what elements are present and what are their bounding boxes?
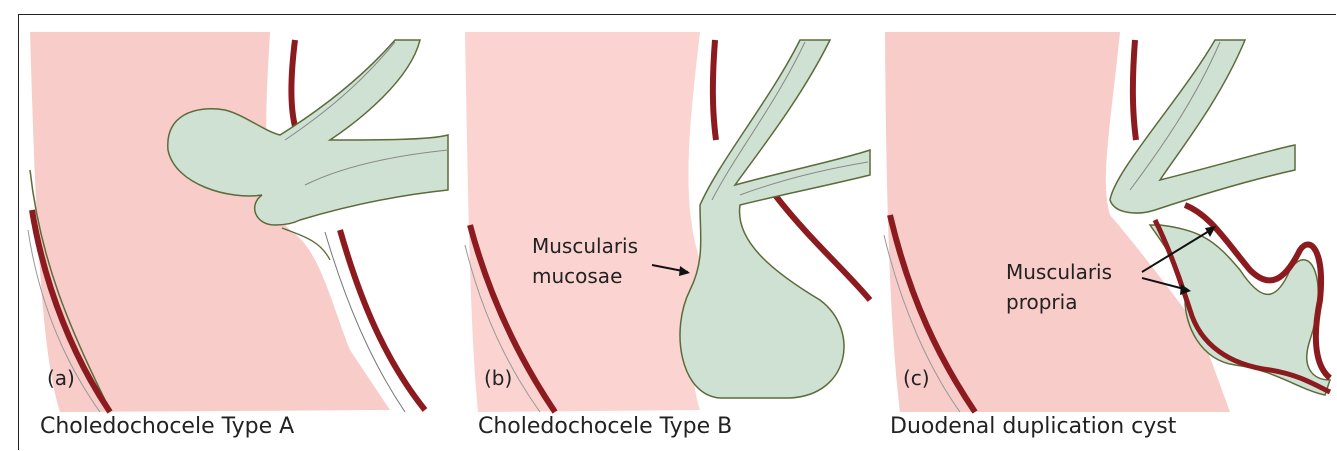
panel-c-annotation-line1: Muscularis (1006, 258, 1112, 286)
panel-c-caption: Duodenal duplication cyst (890, 414, 1176, 439)
panel-b-caption: Choledochocele Type B (478, 414, 732, 439)
panel-c-letter: (c) (903, 366, 930, 390)
panel-a-caption: Choledochocele Type A (40, 414, 294, 439)
duodenal-wall-c-top (1133, 40, 1136, 140)
panel-a-letter: (a) (47, 366, 75, 390)
panel-b-annotation-line1: Muscularis (532, 232, 638, 260)
panel-c-annotation-line2: propria (1006, 288, 1077, 316)
panel-b-letter: (b) (484, 366, 512, 390)
bile-duct-c (1110, 40, 1295, 213)
duodenum-lumen-c (885, 32, 1230, 412)
panel-b-annotation-line2: mucosae (532, 262, 622, 290)
